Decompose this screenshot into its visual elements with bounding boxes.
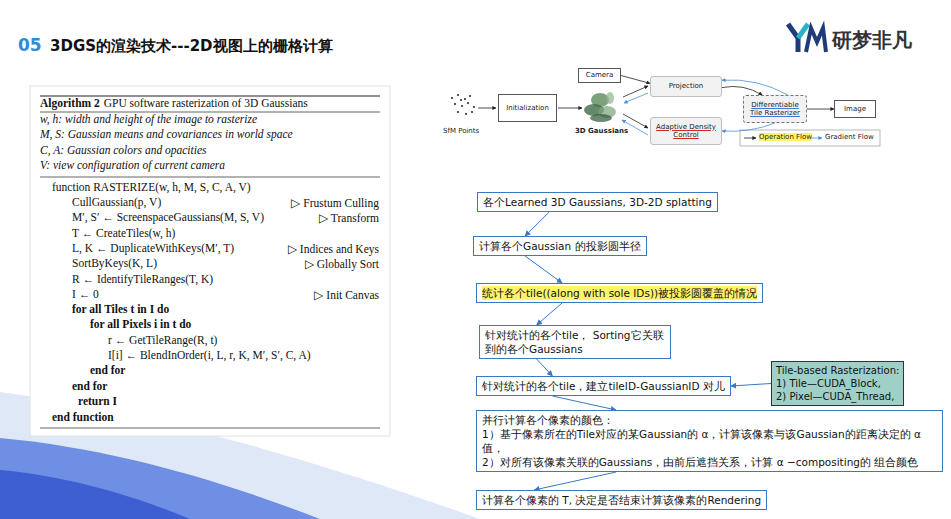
process-box: 计算各个Gaussian 的投影圆半径 bbox=[473, 236, 647, 256]
rule bbox=[40, 428, 380, 429]
sfm-points bbox=[451, 94, 475, 115]
box-text: Initialization bbox=[506, 104, 549, 113]
connector bbox=[731, 384, 771, 387]
process-box: Initialization bbox=[498, 94, 557, 122]
text-label: R ← IdentifyTileRanges(T, K) bbox=[72, 273, 213, 285]
process-box: 统计各个tile((along with sole IDs))被投影圆覆盖的情况 bbox=[476, 283, 763, 303]
text-label: M, S: Gaussian means and covariances in … bbox=[40, 128, 293, 140]
text-label: I[i] ← BlendInOrder(i, L, r, K, M′, S′, … bbox=[108, 349, 311, 361]
text-label: ▷ Frustum Culling bbox=[291, 196, 379, 210]
text-label: ▷ Init Canvas bbox=[314, 288, 379, 302]
flow-arrow bbox=[558, 108, 582, 109]
legend-sample bbox=[744, 138, 756, 139]
text-label: end for bbox=[90, 364, 125, 376]
box-text: 1) Tile—CUDA_Block, bbox=[776, 377, 899, 390]
box-text: 计算各个像素的 T, 决定是否结束计算该像素的Rendering bbox=[482, 493, 761, 507]
process-box: 针对统计的各个tile， Sorting它关联到的各个Gaussians bbox=[479, 325, 671, 359]
connector bbox=[621, 76, 650, 84]
wave-mid bbox=[0, 438, 320, 519]
box-text: 统计各个tile((along with sole IDs))被投影圆覆盖的情况 bbox=[482, 286, 757, 300]
box-text: 计算各个Gaussian 的投影圆半径 bbox=[479, 239, 641, 253]
connector bbox=[534, 472, 616, 490]
text-label: C, A: Gaussian colors and opacities bbox=[40, 144, 207, 156]
process-box: Camera bbox=[578, 68, 621, 83]
text-label: ▷ Indices and Keys bbox=[288, 242, 379, 256]
text-label: for all Pixels i in t do bbox=[90, 318, 191, 330]
box-text: Adaptive Density Control bbox=[654, 123, 718, 140]
text-label: function RASTERIZE(w, h, M, S, C, A, V) bbox=[52, 181, 251, 193]
rule bbox=[40, 177, 380, 178]
text-label: end for bbox=[72, 380, 107, 392]
text-label: w, h: width and height of the image to r… bbox=[40, 113, 257, 125]
text-label: for all Tiles t in I do bbox=[72, 303, 169, 315]
rule bbox=[40, 112, 380, 113]
text-label: GPU software rasterization of 3D Gaussia… bbox=[104, 97, 308, 109]
text-label: V: view configuration of current camera bbox=[40, 159, 225, 171]
gradient-arrow bbox=[624, 93, 648, 103]
connector bbox=[722, 123, 775, 131]
box-text: 2）对所有该像素关联的Gaussians，由前后遮挡关系，计算 α −compo… bbox=[482, 455, 937, 469]
algorithm-panel bbox=[30, 86, 390, 436]
connector bbox=[537, 303, 563, 325]
connector bbox=[525, 212, 549, 236]
text-label: 3D Gaussians bbox=[575, 127, 628, 135]
legend-text: Operation Flow bbox=[759, 133, 812, 141]
text-label: I ← 0 bbox=[72, 288, 99, 300]
box-text: 2) Pixel—CUDA_Thread, bbox=[776, 390, 899, 403]
box-text: Projection bbox=[669, 82, 704, 91]
flow-arrow bbox=[623, 114, 648, 128]
text-label: SortByKeys(K, L) bbox=[72, 257, 157, 269]
box-text: 各个Learned 3D Gaussians, 3D-2D splatting bbox=[483, 195, 712, 209]
text-label: r ← GetTileRange(R, t) bbox=[108, 334, 217, 346]
connector bbox=[807, 109, 834, 110]
legend-text: Gradient Flow bbox=[825, 133, 874, 141]
ym-logo bbox=[788, 24, 826, 52]
box-text: 针对统计的各个tile， Sorting它关联到的各个Gaussians bbox=[485, 328, 665, 356]
gaussians-blob bbox=[584, 92, 616, 122]
process-box: Image bbox=[834, 100, 876, 118]
box-text: 针对统计的各个tile，建立tileID-GaussianID 对儿 bbox=[482, 379, 725, 393]
flow-arrow bbox=[623, 86, 648, 97]
process-box: Tile-based Rasterization:1) Tile—CUDA_Bl… bbox=[771, 361, 904, 406]
text-label: end function bbox=[52, 411, 114, 423]
slide-title: 3DGS的渲染技术---2D视图上的栅格计算 bbox=[50, 37, 333, 56]
process-box: Differentiable Tile Rasterizer bbox=[743, 95, 807, 123]
connector bbox=[552, 396, 616, 410]
text-label: M′, S′ ← ScreenspaceGaussians(M, S, V) bbox=[72, 211, 264, 223]
box-text: Image bbox=[844, 105, 866, 114]
text-label: Algorithm 2 bbox=[40, 97, 100, 109]
box-text: 1）基于像素所在的Tile对应的某Gaussian的 α，计算该像素与该Gaus… bbox=[482, 427, 937, 455]
connector bbox=[722, 86, 762, 95]
text-label: SfM Points bbox=[443, 127, 479, 135]
process-box: 各个Learned 3D Gaussians, 3D-2D splatting bbox=[477, 192, 718, 212]
connector bbox=[537, 359, 553, 376]
text-label: ▷ Globally Sort bbox=[305, 257, 379, 271]
process-box: 并行计算各个像素的颜色：1）基于像素所在的Tile对应的某Gaussian的 α… bbox=[476, 410, 943, 472]
text-label: ▷ Transform bbox=[319, 211, 379, 225]
connector bbox=[722, 80, 788, 95]
box-text: 并行计算各个像素的颜色： bbox=[482, 413, 937, 427]
box-text: Camera bbox=[586, 71, 613, 80]
process-box: 针对统计的各个tile，建立tileID-GaussianID 对儿 bbox=[476, 376, 731, 396]
process-box: 计算各个像素的 T, 决定是否结束计算该像素的Rendering bbox=[476, 490, 767, 510]
flow-arrow bbox=[478, 108, 496, 109]
text-label: 05 bbox=[18, 35, 42, 55]
text-label: 研梦非凡 bbox=[832, 27, 912, 54]
text-label: L, K ← DuplicateWithKeys(M′, T) bbox=[72, 242, 234, 254]
text-label: CullGaussian(p, V) bbox=[72, 196, 161, 208]
rule bbox=[40, 95, 380, 96]
legend-box bbox=[740, 130, 880, 146]
text-label: T ← CreateTiles(w, h) bbox=[72, 227, 175, 239]
text-label: return I bbox=[78, 395, 117, 407]
connector bbox=[525, 256, 562, 283]
process-box: Projection bbox=[650, 76, 722, 97]
box-text: Tile-based Rasterization: bbox=[776, 364, 899, 377]
wave-dark bbox=[0, 470, 190, 519]
box-text: Differentiable Tile Rasterizer bbox=[747, 101, 803, 118]
process-box: Adaptive Density Control bbox=[650, 117, 722, 145]
